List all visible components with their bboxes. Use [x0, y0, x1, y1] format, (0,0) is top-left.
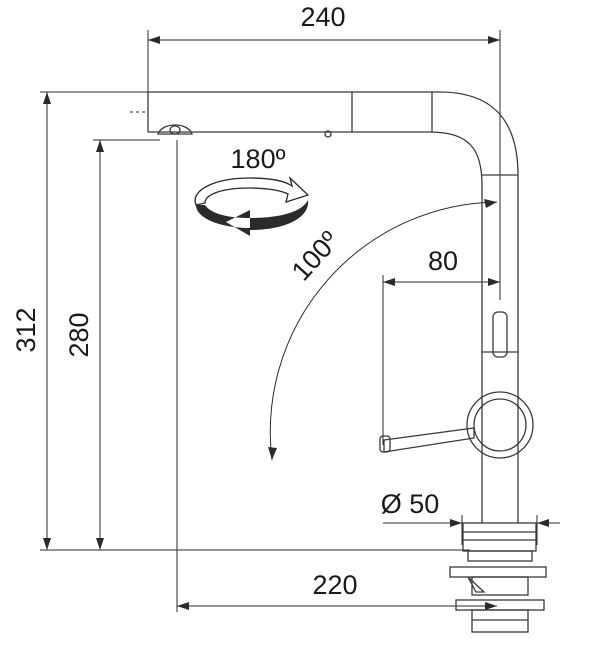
mounting-base [449, 522, 547, 633]
dimension-label-312: 312 [11, 307, 41, 352]
dimension-lever-80: 80 [382, 246, 500, 445]
swing-angle-label: 100º [286, 225, 345, 286]
dimension-label-240: 240 [300, 2, 345, 32]
dimension-diameter-50: Ø 50 [381, 489, 560, 545]
dimension-height-312: 312 [11, 91, 470, 551]
rotation-arrow-icon: 180º [194, 144, 310, 236]
dimension-label-280: 280 [64, 312, 94, 357]
dimension-width-240: 240 [147, 2, 501, 300]
dimension-label-50: Ø 50 [381, 489, 440, 519]
dimension-offset-220: 220 [176, 140, 497, 612]
dimension-height-280: 280 [64, 139, 160, 550]
dimension-label-80: 80 [428, 246, 458, 276]
faucet-body [481, 311, 519, 523]
faucet-spout [130, 91, 519, 395]
rotation-angle-label: 180º [231, 144, 286, 174]
dimension-label-220: 220 [312, 570, 357, 600]
mixer-lever [379, 391, 534, 459]
